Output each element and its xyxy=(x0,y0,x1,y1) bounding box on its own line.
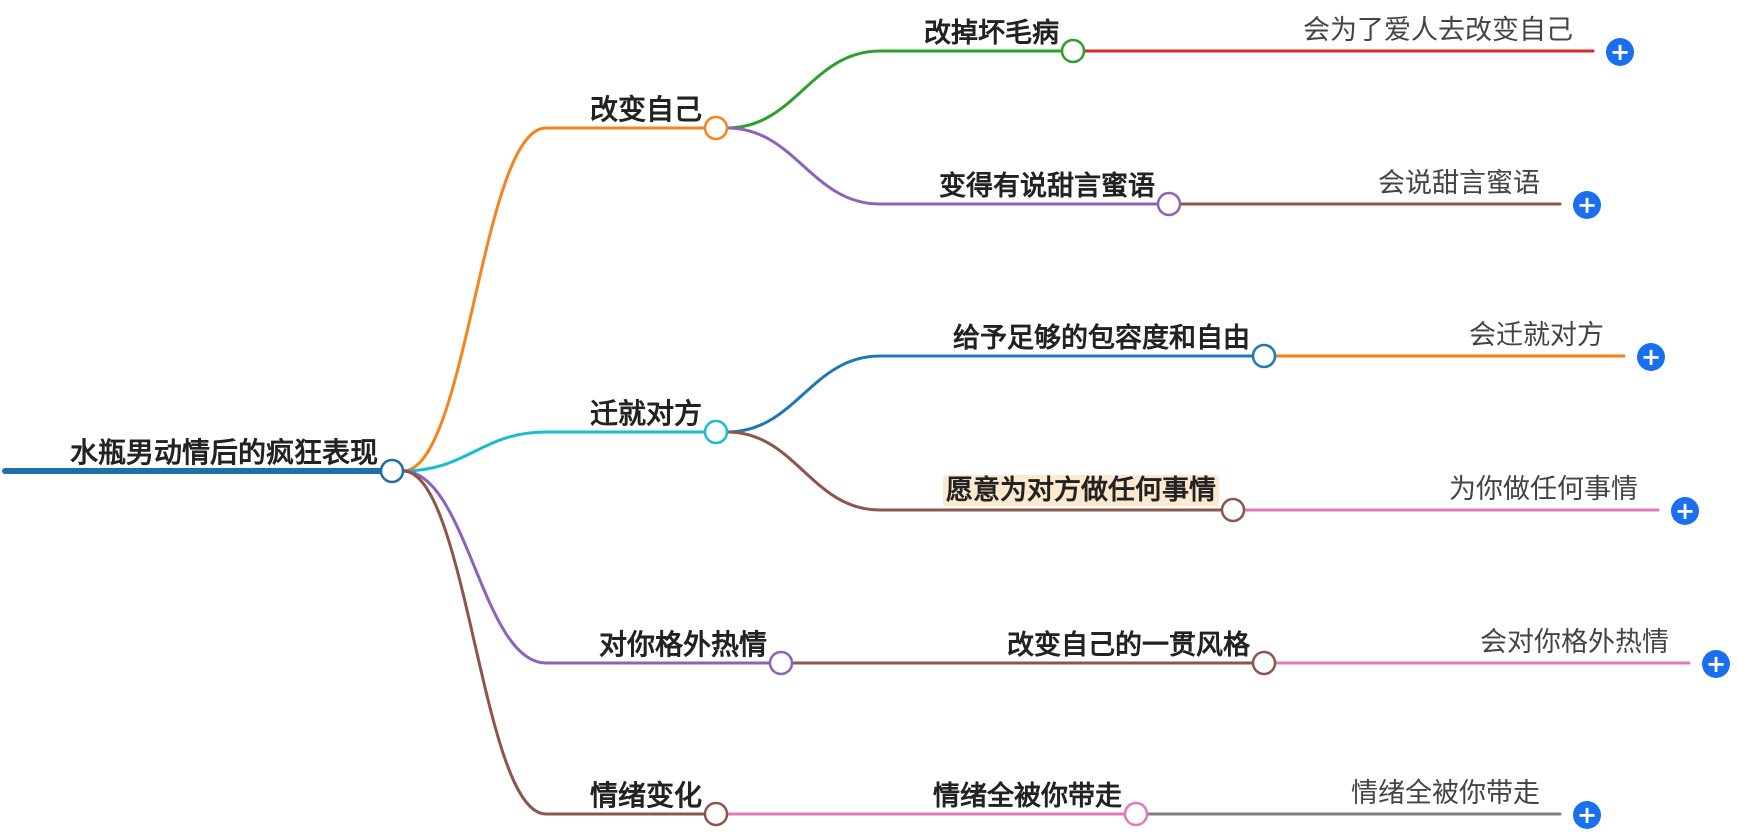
expand-plus-icon[interactable]: + xyxy=(1671,497,1699,525)
branch-label[interactable]: 情绪变化 xyxy=(589,779,702,812)
branch-connector xyxy=(401,469,707,816)
leaf-label[interactable]: 为你做任何事情 xyxy=(1449,474,1638,505)
subbranch-connector xyxy=(725,49,1064,130)
expand-plus-icon[interactable]: + xyxy=(1606,38,1634,66)
subbranch-label[interactable]: 变得有说甜言蜜语 xyxy=(939,171,1155,202)
subbranch-node-circle[interactable] xyxy=(1123,801,1149,827)
expand-plus-icon[interactable]: + xyxy=(1573,191,1601,219)
subbranch-connector xyxy=(725,126,1160,206)
expand-plus-icon[interactable]: + xyxy=(1702,650,1730,678)
subbranch-connector xyxy=(725,354,1255,434)
subbranch-label[interactable]: 改变自己的一贯风格 xyxy=(1007,630,1250,661)
expand-plus-icon[interactable]: + xyxy=(1637,343,1665,371)
branch-connector xyxy=(401,126,707,473)
leaf-label[interactable]: 会对你格外热情 xyxy=(1480,627,1669,658)
subbranch-node-circle[interactable] xyxy=(1251,343,1277,369)
branch-node-circle[interactable] xyxy=(703,115,729,141)
subbranch-node-circle[interactable] xyxy=(1156,191,1182,217)
subbranch-node-circle[interactable] xyxy=(1220,497,1246,523)
root-node-circle[interactable] xyxy=(379,458,405,484)
subbranch-label[interactable]: 愿意为对方做任何事情 xyxy=(943,475,1219,506)
subbranch-node-circle[interactable] xyxy=(1251,650,1277,676)
branch-label[interactable]: 改变自己 xyxy=(589,93,702,126)
branch-label[interactable]: 对你格外热情 xyxy=(598,628,767,661)
branch-connector xyxy=(401,469,772,665)
branch-node-circle[interactable] xyxy=(768,650,794,676)
leaf-label[interactable]: 会为了爱人去改变自己 xyxy=(1303,15,1573,46)
expand-plus-icon[interactable]: + xyxy=(1573,801,1601,829)
leaf-label[interactable]: 情绪全被你带走 xyxy=(1351,778,1540,809)
subbranch-label[interactable]: 改掉坏毛病 xyxy=(924,18,1059,49)
subbranch-node-circle[interactable] xyxy=(1060,38,1086,64)
subbranch-label[interactable]: 情绪全被你带走 xyxy=(933,781,1122,812)
branch-node-circle[interactable] xyxy=(703,419,729,445)
leaf-label[interactable]: 会说甜言蜜语 xyxy=(1378,168,1540,199)
branch-connector xyxy=(401,430,707,473)
branch-node-circle[interactable] xyxy=(703,801,729,827)
root-label[interactable]: 水瓶男动情后的疯狂表现 xyxy=(69,436,378,469)
subbranch-connector xyxy=(725,430,1224,512)
branch-label[interactable]: 迁就对方 xyxy=(589,397,702,430)
leaf-label[interactable]: 会迁就对方 xyxy=(1469,320,1604,351)
subbranch-label[interactable]: 给予足够的包容度和自由 xyxy=(953,323,1250,354)
